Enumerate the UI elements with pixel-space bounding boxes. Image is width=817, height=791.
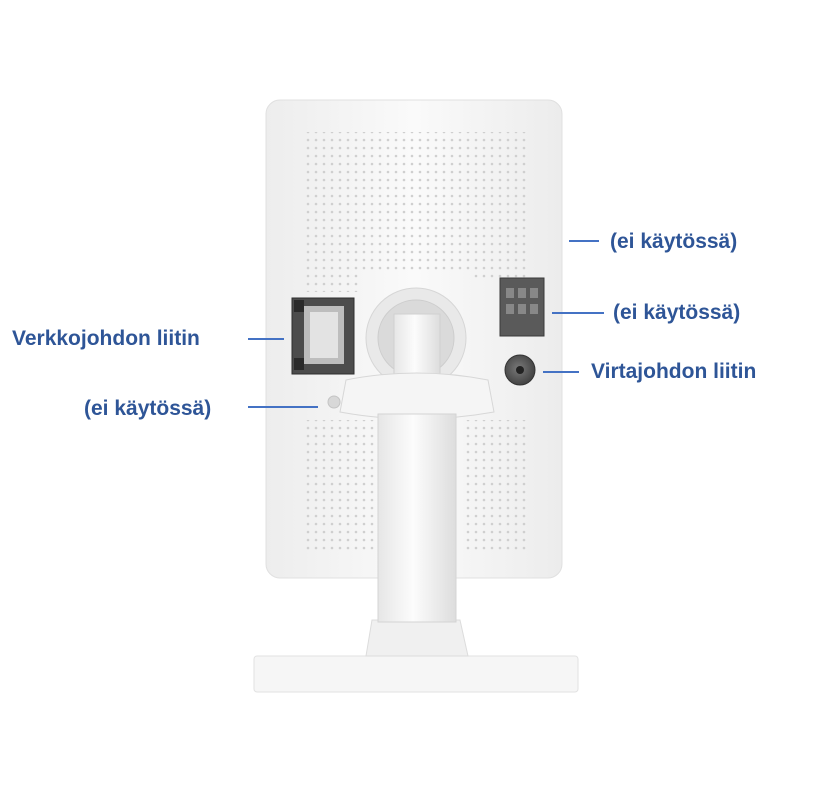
leader-power — [543, 371, 579, 373]
stand-pole — [377, 413, 457, 623]
leader-unused-reset — [248, 406, 318, 408]
leader-unused-top — [569, 240, 599, 242]
label-unused-dip: (ei käytössä) — [613, 301, 741, 324]
grille-bottom-left — [302, 420, 378, 550]
camera-base — [253, 655, 579, 693]
reset-hole — [327, 395, 341, 409]
label-power-connector: Virtajohdon liitin — [591, 360, 757, 383]
label-unused-reset: (ei käytössä) — [84, 397, 212, 420]
grille-top — [302, 132, 528, 272]
leader-network — [248, 338, 284, 340]
dip-switch-block — [499, 277, 545, 337]
network-port — [291, 297, 355, 375]
grille-bottom-right — [466, 420, 528, 550]
leader-unused-dip — [552, 312, 604, 314]
label-unused-top: (ei käytössä) — [610, 230, 738, 253]
stand-clamp — [339, 372, 495, 420]
power-jack — [504, 354, 536, 386]
grille-right-strip — [470, 272, 528, 282]
label-network-connector: Verkkojohdon liitin — [12, 327, 200, 350]
stand-foot — [365, 619, 469, 657]
grille-left-strip — [302, 272, 362, 292]
